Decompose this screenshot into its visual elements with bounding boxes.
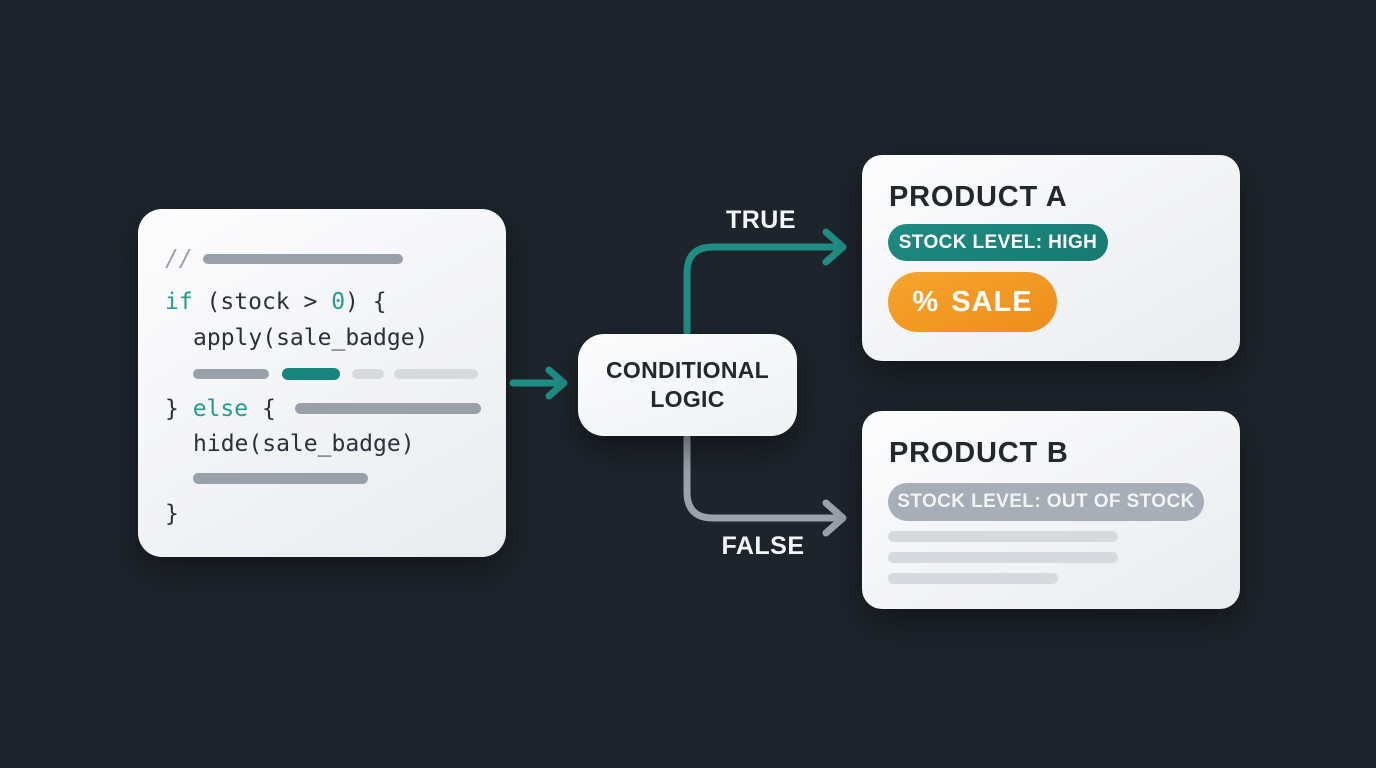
false-branch-label: FALSE: [721, 532, 805, 560]
product-b-title: PRODUCT B: [889, 437, 1069, 469]
code-line-closing-brace: }: [165, 496, 486, 531]
percent-icon: %: [912, 285, 940, 318]
placeholder-bar: [888, 552, 1118, 563]
product-a-stock-badge: STOCK LEVEL: HIGH: [888, 224, 1108, 261]
placeholder-bar: [352, 368, 384, 379]
code-text: }: [165, 500, 179, 527]
placeholder-bar: [193, 473, 368, 484]
product-a-title: PRODUCT A: [889, 181, 1068, 213]
placeholder-bar: [888, 531, 1118, 542]
placeholder-bar-highlight: [282, 367, 340, 380]
conditional-logic-node: CONDITIONAL LOGIC: [578, 334, 797, 436]
code-line-else: } else {: [165, 391, 486, 426]
code-text: ) {: [345, 288, 387, 315]
true-arrow-line: [683, 243, 838, 336]
code-line-placeholder-bars: [165, 356, 486, 391]
code-text: hide(sale_badge): [193, 430, 415, 457]
comment-marker: //: [165, 245, 193, 272]
true-arrowhead-icon: [822, 228, 847, 266]
product-a-card: PRODUCT A STOCK LEVEL: HIGH % SALE: [862, 155, 1240, 361]
conditional-logic-label: CONDITIONAL LOGIC: [605, 357, 769, 412]
code-text: }: [165, 395, 193, 422]
code-text: (stock >: [192, 288, 332, 315]
sale-badge-label: SALE: [951, 285, 1033, 318]
false-arrowhead-icon: [822, 499, 847, 537]
true-branch-label: TRUE: [725, 206, 797, 234]
placeholder-bar: [202, 253, 403, 264]
code-line-comment: //: [165, 241, 486, 276]
code-snippet-card: // if (stock > 0) { apply(sale_badge) } …: [138, 209, 506, 557]
product-a-sale-badge: % SALE: [888, 272, 1057, 332]
false-arrow-line: [683, 434, 838, 522]
input-arrowhead-icon: [545, 366, 568, 400]
code-keyword-if: if: [165, 288, 193, 315]
code-keyword-else: else: [192, 395, 249, 422]
code-text: {: [248, 395, 276, 422]
product-b-card: PRODUCT B STOCK LEVEL: OUT OF STOCK: [862, 411, 1240, 609]
code-number: 0: [331, 288, 346, 315]
placeholder-bar: [294, 403, 481, 414]
code-line-placeholder-bar: [165, 461, 486, 496]
placeholder-bar: [394, 368, 478, 379]
product-b-stock-badge: STOCK LEVEL: OUT OF STOCK: [888, 483, 1204, 521]
placeholder-bar: [888, 573, 1058, 584]
code-line-apply: apply(sale_badge): [165, 320, 486, 355]
placeholder-bar: [193, 368, 269, 379]
code-line-hide: hide(sale_badge): [165, 426, 486, 461]
code-line-if: if (stock > 0) {: [165, 284, 486, 319]
code-text: apply(sale_badge): [193, 324, 429, 351]
